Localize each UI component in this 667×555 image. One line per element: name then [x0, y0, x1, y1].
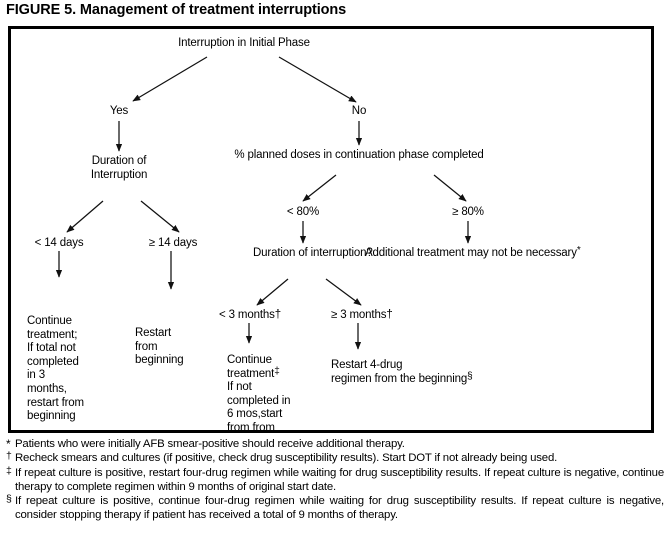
- footnote-marker-dagger: †: [6, 450, 12, 463]
- footnote-item: ‡ If repeat culture is positive, restart…: [6, 464, 664, 495]
- arrow-duration-to-lt14: [66, 200, 104, 233]
- footnote-item: § If repeat culture is positive, continu…: [6, 493, 664, 523]
- arrow-duration2-to-lt3: [256, 278, 289, 306]
- arrow-doses-to-lt80: [302, 174, 337, 202]
- arrow-duration2-to-ge3: [325, 278, 362, 306]
- outcome-restart-4-drug-text: Restart 4-drug regimen from the beginnin…: [331, 359, 468, 385]
- footnote-marker-ddagger-ref: ‡: [274, 365, 280, 377]
- arrow-doses-to-ge80: [433, 174, 467, 202]
- footnote-item: † Recheck smears and cultures (if positi…: [6, 450, 664, 465]
- outcome-restart-4-drug-regimen: Restart 4-drug regimen from the beginnin…: [331, 359, 541, 386]
- node-branch-no: No: [351, 105, 367, 117]
- page-title: FIGURE 5. Management of treatment interr…: [6, 2, 347, 18]
- flowchart-frame: Interruption in Initial Phase Yes No Dur…: [8, 26, 654, 433]
- footnote-text: Patients who were initially AFB smear-po…: [15, 438, 405, 450]
- footnote-item: * Patients who were initially AFB smear-…: [6, 437, 664, 451]
- footnote-marker-section-ref: §: [467, 370, 473, 382]
- outcome-continue-treatment-6-months: Continue treatment‡ If not completed in …: [227, 354, 323, 433]
- footnote-text: Recheck smears and cultures (if positive…: [15, 452, 558, 465]
- node-ge-14-days: ≥ 14 days: [148, 237, 198, 249]
- footnote-marker-dagger-ref-right: †: [386, 309, 393, 321]
- footnote-marker-section: §: [6, 493, 12, 506]
- footnote-text: If repeat culture is positive, continue …: [15, 495, 664, 522]
- node-percent-planned-doses: % planned doses in continuation phase co…: [234, 149, 484, 161]
- footnote-marker-ddagger: ‡: [6, 464, 12, 477]
- node-duration-of-interruption: Duration of Interruption: [90, 155, 148, 181]
- arrow-root-to-no: [278, 56, 357, 103]
- footnote-marker-star: *: [6, 437, 11, 451]
- outcome-additional-treatment-text: Additional treatment may not be necessar…: [365, 247, 577, 259]
- node-ge-3-months: ≥ 3 months†: [331, 309, 421, 323]
- arrow-root-to-yes: [132, 56, 208, 102]
- node-lt-14-days: < 14 days: [34, 237, 84, 249]
- node-lt-3-months: < 3 months†: [219, 309, 309, 323]
- node-duration-of-interruption-2: Duration of interruption?: [253, 247, 373, 259]
- outcome-restart-from-beginning: Restart from beginning: [135, 327, 184, 367]
- footnote-list: * Patients who were initially AFB smear-…: [6, 437, 664, 523]
- node-ge-3-months-text: ≥ 3 months: [331, 309, 387, 321]
- node-root: Interruption in Initial Phase: [178, 37, 310, 49]
- outcome-continue-treatment-line-a: Continue treatment: [227, 354, 275, 380]
- outcome-additional-treatment-not-necessary: Additional treatment may not be necessar…: [365, 244, 645, 261]
- node-lt-3-months-text: < 3 months: [219, 309, 275, 321]
- node-ge-80-percent: ≥ 80%: [452, 206, 484, 218]
- footnote-marker-dagger-ref-left: †: [274, 309, 281, 321]
- footnote-marker-star-ref: *: [576, 244, 581, 256]
- outcome-continue-treatment-line-b: If not completed in 6 mos,start from fro…: [227, 381, 291, 433]
- footnote-text: If repeat culture is positive, restart f…: [15, 466, 664, 493]
- node-branch-yes: Yes: [109, 105, 129, 117]
- node-lt-80-percent: < 80%: [286, 206, 320, 218]
- flowchart-arrow-layer: [55, 56, 472, 350]
- outcome-continue-treatment-3-months: Continue treatment; If total not complet…: [27, 315, 84, 423]
- arrow-duration-to-ge14: [140, 200, 180, 233]
